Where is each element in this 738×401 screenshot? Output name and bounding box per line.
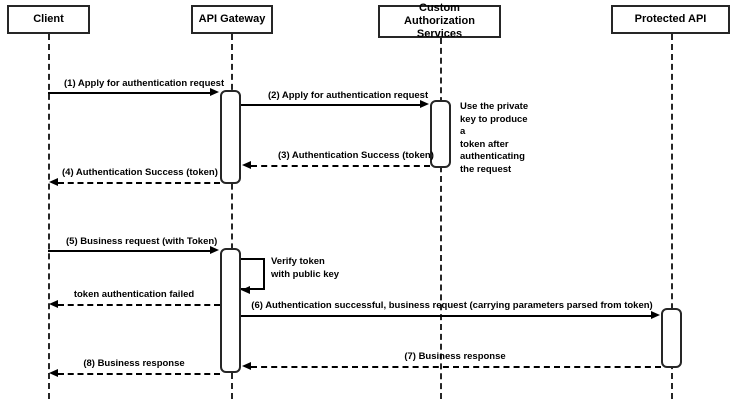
lifeline-api-gateway [231,34,233,399]
note-private-key: Use the private key to produce a token a… [460,101,532,176]
lifeline-protected-api [671,34,673,399]
message-label-5: (5) Business request (with Token) [66,236,218,247]
participant-protected-api-label: Protected API [634,13,707,25]
activation-protected-api [661,308,682,368]
message-arrowhead-6 [651,311,660,319]
note-private-key-line-2: key to produce a [460,113,528,138]
message-line-7 [251,366,661,368]
participant-custom-authorization-services[interactable]: Custom Authorization Services [378,2,501,40]
message-arrowhead-1 [210,88,219,96]
participant-api-gateway-label: API Gateway [198,13,266,25]
selfloop-label-line-2: with public key [271,268,340,280]
activation-api-gateway-auth [220,90,241,184]
message-line-3 [251,165,430,167]
message-line-4 [58,182,220,184]
note-private-key-line-5: the request [460,163,512,175]
message-line-8 [58,373,220,375]
note-private-key-line-4: authenticating [460,151,525,162]
message-label-token-authentication-failed: token authentication failed [73,289,195,300]
message-arrowhead-4 [49,178,58,186]
selfloop-label-verify-token: Verify token with public key [271,256,351,281]
message-line-5 [48,250,212,252]
message-label-2: (2) Apply for authentication request [268,90,429,101]
message-label-1: (1) Apply for authentication request [64,78,225,89]
selfloop-verify-token [241,258,265,290]
message-arrowhead-token-authentication-failed [49,300,58,308]
message-label-8: (8) Business response [83,358,185,369]
activation-api-gateway-business [220,248,241,373]
message-arrowhead-3 [242,161,251,169]
activation-custom-auth-service [430,100,451,168]
message-line-6 [241,315,652,317]
message-label-4: (4) Authentication Success (token) [62,167,218,178]
note-private-key-line-1: Use the private [460,101,529,112]
message-label-7: (7) Business response [404,351,506,362]
message-line-2 [241,104,422,106]
message-arrowhead-8 [49,369,58,377]
message-line-1 [48,92,212,94]
participant-protected-api[interactable]: Protected API [611,5,730,34]
participant-custom-authorization-services-label: Custom Authorization Services [404,2,475,40]
participant-client[interactable]: Client [7,5,90,34]
note-private-key-line-3: token after [460,138,509,150]
lifeline-custom-authorization-services [440,38,442,399]
lifeline-client [48,34,50,399]
message-arrowhead-5 [210,246,219,254]
message-arrowhead-2 [420,100,429,108]
participant-api-gateway[interactable]: API Gateway [191,5,273,34]
message-label-6: (6) Authentication successful, business … [251,300,653,311]
message-line-token-authentication-failed [58,304,220,306]
message-arrowhead-7 [242,362,251,370]
selfloop-arrowhead-verify-token [241,286,250,294]
message-label-3: (3) Authentication Success (token) [278,150,434,161]
selfloop-label-line-1: Verify token [271,256,325,267]
participant-client-label: Client [33,13,64,25]
